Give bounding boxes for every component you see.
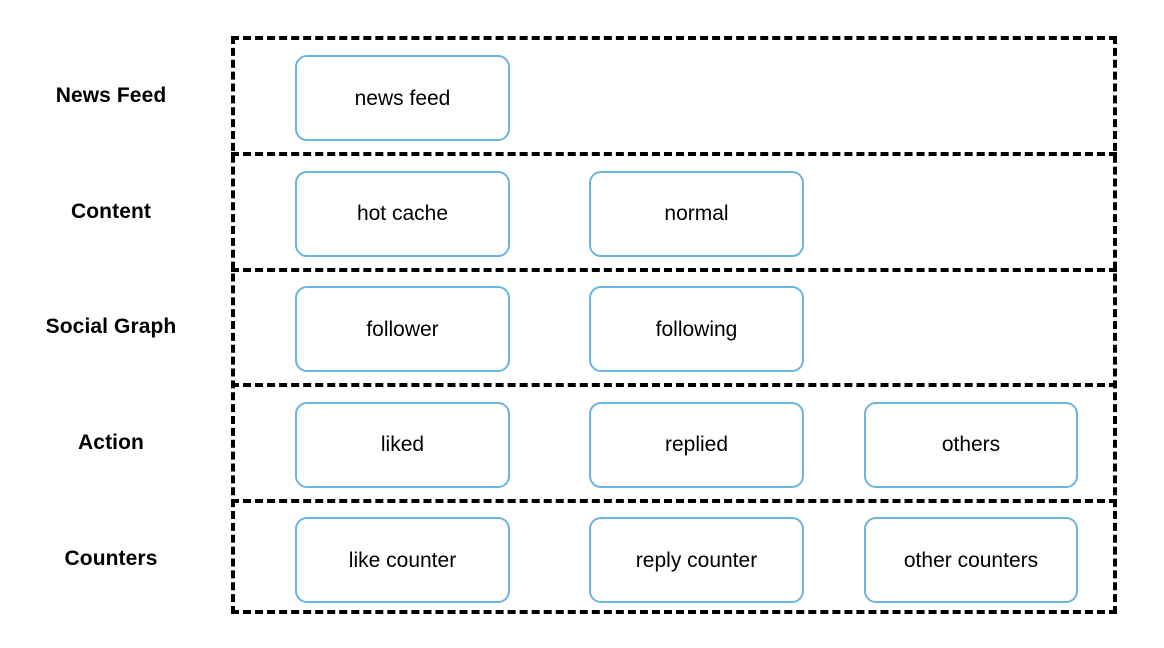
lane-label-content: Content <box>70 200 151 223</box>
swimlane-container: news feed hot cache normal follower foll… <box>231 36 1117 614</box>
node-others[interactable]: others <box>864 401 1078 488</box>
lane-divider-2 <box>231 267 1117 272</box>
node-replied[interactable]: replied <box>589 401 804 488</box>
node-liked[interactable]: liked <box>295 401 510 488</box>
node-reply-counter[interactable]: reply counter <box>589 517 804 604</box>
node-label: following <box>655 317 738 341</box>
node-label: follower <box>366 317 439 341</box>
lane-label-counters: Counters <box>64 547 158 570</box>
lane-label-news-feed: News Feed <box>55 84 167 107</box>
node-label: like counter <box>348 548 457 572</box>
lane-news-feed: news feed <box>235 40 1121 156</box>
node-like-counter[interactable]: like counter <box>295 517 510 604</box>
lane-label-social-graph: Social Graph <box>45 315 177 338</box>
lane-social-graph: follower following <box>235 271 1121 387</box>
node-label: other counters <box>903 548 1039 572</box>
lane-divider-3 <box>231 383 1117 388</box>
node-other-counters[interactable]: other counters <box>864 517 1078 604</box>
node-label: others <box>941 433 1001 457</box>
node-hot-cache[interactable]: hot cache <box>295 170 510 257</box>
node-label: news feed <box>354 86 451 110</box>
node-label: normal <box>664 202 729 226</box>
lane-divider-4 <box>231 498 1117 503</box>
node-news-feed[interactable]: news feed <box>295 55 510 141</box>
lane-action: liked replied others <box>235 387 1121 503</box>
lane-counters: like counter reply counter other counter… <box>235 502 1121 618</box>
lane-content: hot cache normal <box>235 156 1121 272</box>
node-follower[interactable]: follower <box>295 286 510 373</box>
node-label: replied <box>664 433 729 457</box>
node-label: liked <box>380 433 425 457</box>
lane-divider-1 <box>231 152 1117 156</box>
node-label: hot cache <box>356 202 449 226</box>
node-normal[interactable]: normal <box>589 170 804 257</box>
node-following[interactable]: following <box>589 286 804 373</box>
node-label: reply counter <box>635 548 758 572</box>
lane-label-action: Action <box>78 431 144 454</box>
